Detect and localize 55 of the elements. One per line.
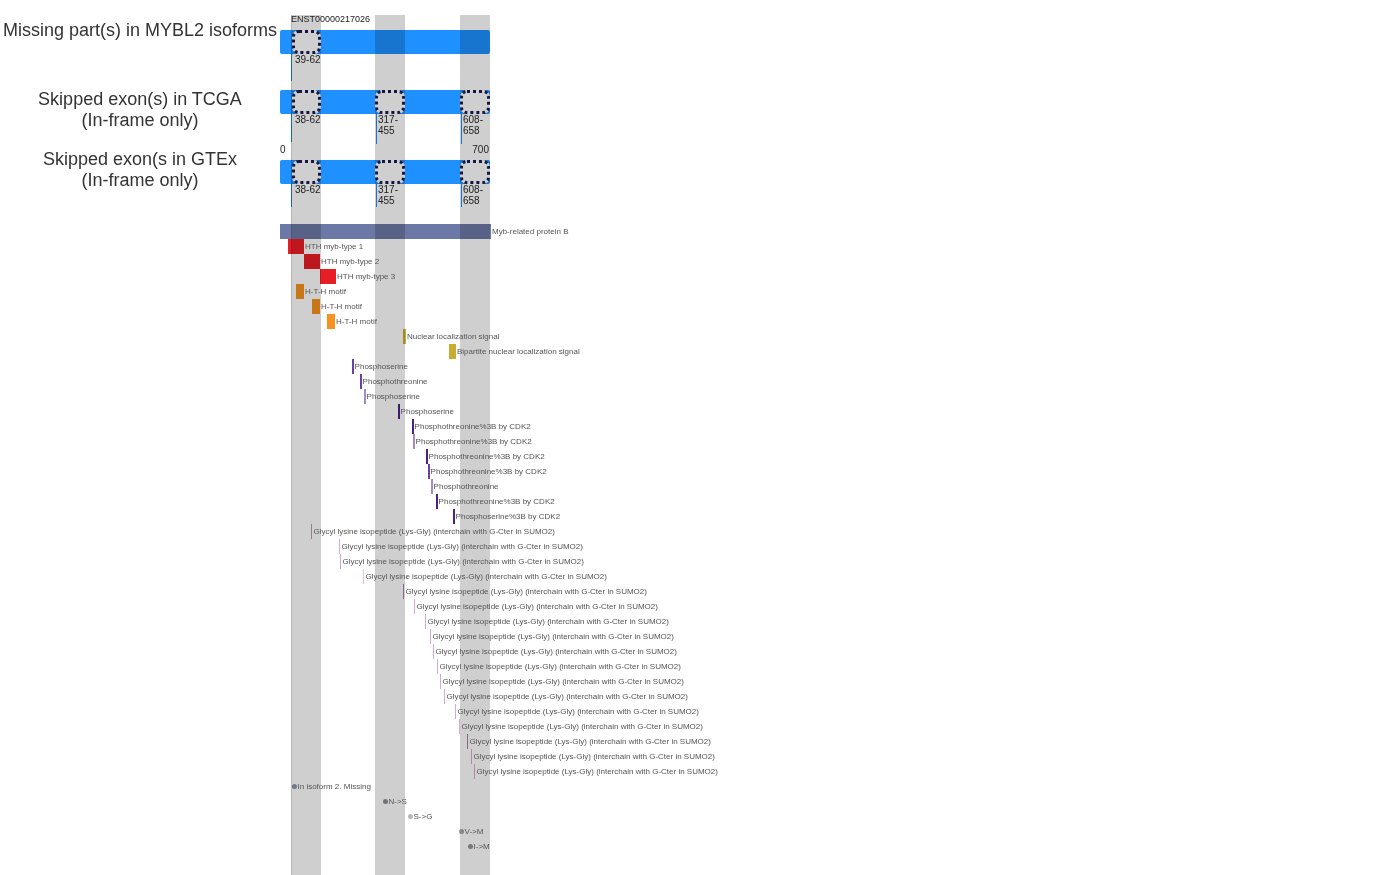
feature-label: Phosphothreonine%3B by CDK2 bbox=[415, 436, 532, 447]
feature-label: Phosphothreonine bbox=[362, 376, 428, 387]
feature-label: Glycyl lysine isopeptide (Lys-Gly) (interchain with G-Cter in SUMO2) bbox=[435, 646, 677, 657]
track-label: Missing part(s) in MYBL2 isoforms bbox=[3, 19, 278, 41]
feature-label: Glycyl lysine isopeptide (Lys-Gly) (interchain with G-Cter in SUMO2) bbox=[473, 751, 715, 762]
feature-label: Glycyl lysine isopeptide (Lys-Gly) (interchain with G-Cter in SUMO2) bbox=[313, 526, 555, 537]
range-label: 38-62 bbox=[295, 114, 321, 125]
feature-label: Glycyl lysine isopeptide (Lys-Gly) (interchain with G-Cter in SUMO2) bbox=[476, 766, 718, 777]
feature-label: Phosphothreonine%3B by CDK2 bbox=[430, 466, 547, 477]
variant-label: In isoform 2. Missing bbox=[297, 781, 371, 792]
range-label: 38-62 bbox=[295, 184, 321, 195]
feature-label: Glycyl lysine isopeptide (Lys-Gly) (interchain with G-Cter in SUMO2) bbox=[461, 721, 703, 732]
feature-label: Glycyl lysine isopeptide (Lys-Gly) (interchain with G-Cter in SUMO2) bbox=[442, 676, 684, 687]
feature-label: H-T-H motif bbox=[321, 301, 362, 312]
feature-label: Glycyl lysine isopeptide (Lys-Gly) (interchain with G-Cter in SUMO2) bbox=[342, 556, 584, 567]
variant-label: N->S bbox=[388, 796, 407, 807]
feature-label: Glycyl lysine isopeptide (Lys-Gly) (interchain with G-Cter in SUMO2) bbox=[405, 586, 647, 597]
feature-label: Glycyl lysine isopeptide (Lys-Gly) (interchain with G-Cter in SUMO2) bbox=[365, 571, 607, 582]
variant-label: V->M bbox=[464, 826, 484, 837]
feature-label: Bipartite nuclear localization signal bbox=[457, 346, 580, 357]
axis-label: 0 bbox=[280, 144, 286, 156]
feature-label: Phosphoserine%3B by CDK2 bbox=[455, 511, 561, 522]
feature-label: H-T-H motif bbox=[305, 286, 346, 297]
feature-label: HTH myb-type 3 bbox=[337, 271, 396, 282]
feature-label: HTH myb-type 1 bbox=[305, 241, 364, 252]
feature-label: Phosphothreonine%3B by CDK2 bbox=[414, 421, 531, 432]
feature-label: Glycyl lysine isopeptide (Lys-Gly) (interchain with G-Cter in SUMO2) bbox=[432, 631, 674, 642]
feature-label: Glycyl lysine isopeptide (Lys-Gly) (interchain with G-Cter in SUMO2) bbox=[439, 661, 681, 672]
feature-label: Myb-related protein B bbox=[492, 226, 569, 237]
feature-label: Glycyl lysine isopeptide (Lys-Gly) (interchain with G-Cter in SUMO2) bbox=[341, 541, 583, 552]
track-label: Skipped exon(s) in TCGA (In-frame only) bbox=[37, 89, 243, 131]
feature-label: Phosphoserine bbox=[366, 391, 420, 402]
feature-label: H-T-H motif bbox=[336, 316, 377, 327]
range-label: 39-62 bbox=[295, 54, 321, 65]
transcript-id-label: ENST00000217026 bbox=[291, 13, 371, 25]
feature-label: Glycyl lysine isopeptide (Lys-Gly) (interchain with G-Cter in SUMO2) bbox=[427, 616, 669, 627]
feature-label: Nuclear localization signal bbox=[407, 331, 500, 342]
feature-label: Phosphoserine bbox=[400, 406, 454, 417]
feature-label: Glycyl lysine isopeptide (Lys-Gly) (interchain with G-Cter in SUMO2) bbox=[416, 601, 658, 612]
variant-label: S->G bbox=[413, 811, 433, 822]
feature-label: Phosphothreonine%3B by CDK2 bbox=[438, 496, 555, 507]
range-label: 608- 658 bbox=[463, 114, 484, 136]
axis-label: 700 bbox=[471, 144, 489, 156]
feature-label: Glycyl lysine isopeptide (Lys-Gly) (interchain with G-Cter in SUMO2) bbox=[446, 691, 688, 702]
feature-label: Glycyl lysine isopeptide (Lys-Gly) (interchain with G-Cter in SUMO2) bbox=[457, 706, 699, 717]
feature-label: Phosphothreonine bbox=[433, 481, 499, 492]
range-label: 608- 658 bbox=[463, 184, 484, 206]
feature-label: HTH myb-type 2 bbox=[321, 256, 380, 267]
feature-label: Glycyl lysine isopeptide (Lys-Gly) (interchain with G-Cter in SUMO2) bbox=[469, 736, 711, 747]
range-label: 317- 455 bbox=[378, 114, 399, 136]
variant-label: I->M bbox=[473, 841, 490, 852]
track-label: Skipped exon(s in GTEx (In-frame only) bbox=[41, 149, 239, 191]
range-label: 317- 455 bbox=[378, 184, 399, 206]
feature-label: Phosphothreonine%3B by CDK2 bbox=[428, 451, 545, 462]
feature-label: Phosphoserine bbox=[354, 361, 408, 372]
